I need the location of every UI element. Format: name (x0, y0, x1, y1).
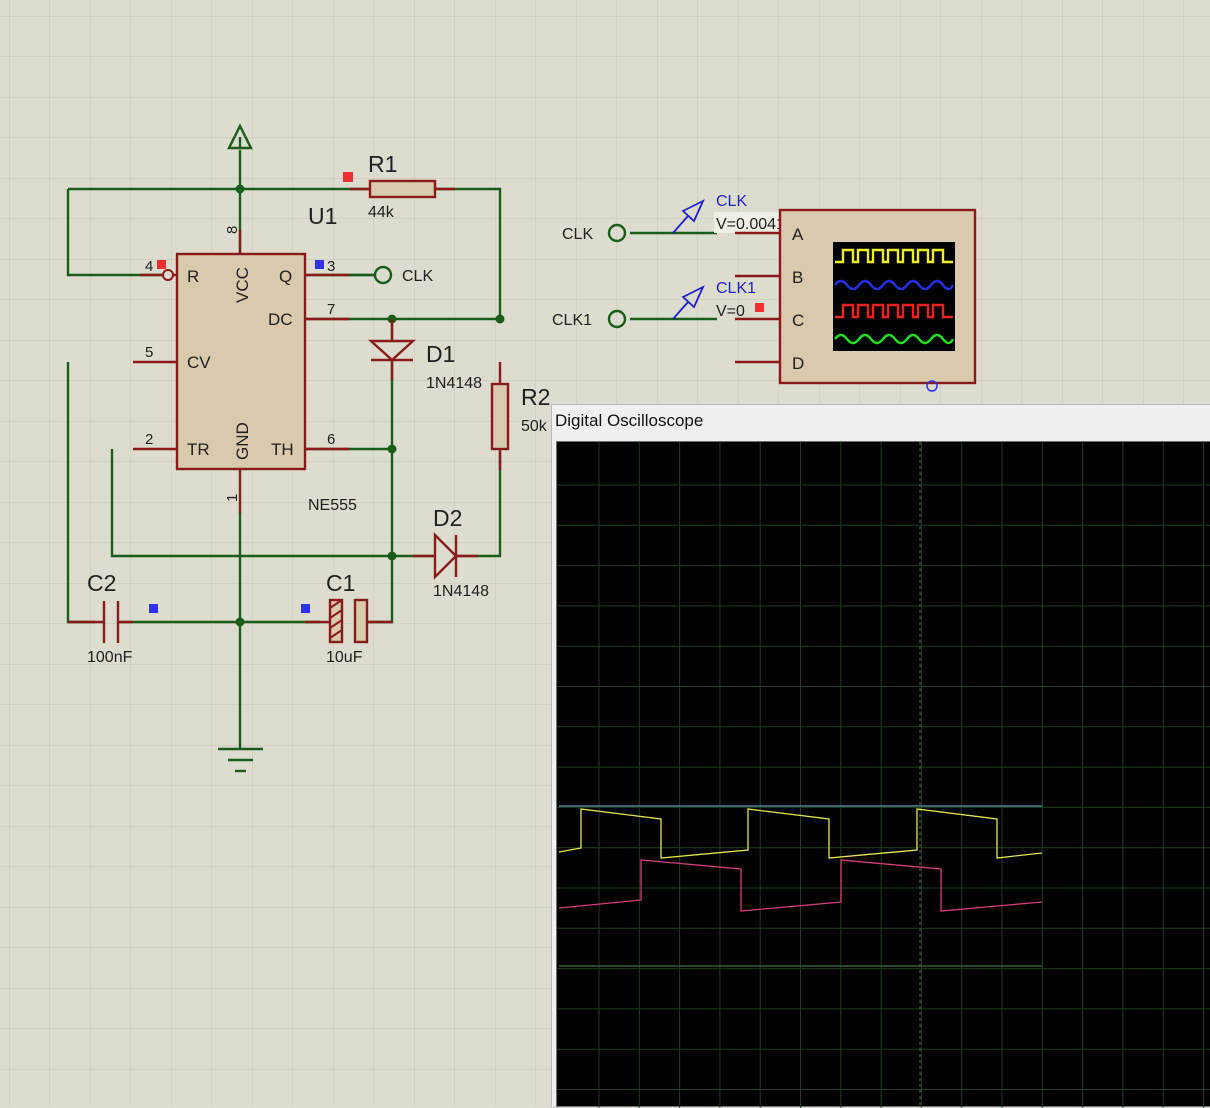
r1-resistor[interactable]: R1 44k (350, 151, 455, 221)
scope-channel-b: B (792, 268, 803, 287)
pin-label-dc: DC (268, 310, 293, 329)
clk1-probe-reading: V=0 (716, 303, 745, 320)
pin-label-th: TH (271, 440, 294, 459)
d1-reference: D1 (426, 341, 455, 367)
clk-probe-name: CLK (716, 193, 747, 210)
clk-output-label: CLK (402, 268, 433, 285)
r1-value: 44k (368, 204, 395, 221)
oscilloscope-component[interactable]: A B C D (735, 208, 977, 392)
c1-reference: C1 (326, 570, 355, 596)
pin-label-gnd: GND (233, 422, 252, 460)
ground-terminal-icon[interactable] (218, 747, 263, 773)
clk-output-terminal[interactable]: CLK (349, 265, 433, 285)
scope-pin-marker-icon (926, 380, 938, 392)
u1-ne555[interactable]: R Q DC CV TR TH VCC GND 4 8 3 7 5 2 6 1 … (133, 203, 357, 514)
pin-label-q: Q (279, 267, 292, 286)
ne555-body (175, 252, 307, 471)
oscilloscope-grid (557, 442, 1210, 1108)
probe-arrow-icon (681, 285, 705, 309)
pin-number-1: 1 (224, 494, 241, 502)
scope-symbol-waveforms-icon (834, 248, 955, 345)
c2-value: 100nF (87, 649, 133, 666)
d1-diode[interactable]: D1 1N4148 (367, 319, 482, 392)
channel-b-trace (558, 859, 1043, 912)
r2-reference: R2 (521, 384, 550, 410)
pin-label-tr: TR (187, 440, 210, 459)
clk1-probe-name: CLK1 (716, 280, 756, 297)
clk-input-label: CLK (562, 226, 593, 243)
clk1-voltage-probe[interactable]: CLK1 V=0 (672, 280, 756, 320)
pin-number-3: 3 (327, 258, 335, 275)
pin-label-vcc: VCC (233, 267, 252, 303)
pin-label-cv: CV (187, 353, 211, 372)
r2-resistor[interactable]: R2 50k (490, 362, 550, 470)
oscilloscope-window[interactable]: Digital Oscilloscope (551, 404, 1210, 1108)
scope-channel-d: D (792, 354, 804, 373)
clk1-input-terminal[interactable]: CLK1 (552, 309, 627, 329)
oscilloscope-display[interactable] (556, 441, 1210, 1108)
c1-value: 10uF (326, 649, 363, 666)
inverted-reset-pin-icon (162, 269, 174, 281)
clk1-input-label: CLK1 (552, 312, 592, 329)
pin-label-r: R (187, 267, 199, 286)
scope-channel-a: A (792, 225, 804, 244)
r1-reference: R1 (368, 151, 397, 177)
u1-part-name: NE555 (308, 497, 357, 514)
d2-value: 1N4148 (433, 583, 489, 600)
pin-number-7: 7 (327, 301, 335, 318)
probe-arrow-icon (681, 199, 705, 223)
pin-number-8: 8 (224, 226, 241, 234)
pin-number-6: 6 (327, 431, 335, 448)
pin-number-2: 2 (145, 431, 153, 448)
d2-reference: D2 (433, 505, 462, 531)
u1-reference: U1 (308, 203, 337, 229)
power-terminal-icon[interactable] (227, 123, 253, 150)
c1-capacitor[interactable]: C1 10uF (305, 570, 392, 666)
c2-capacitor[interactable] (68, 601, 133, 643)
r2-value: 50k (521, 418, 548, 435)
scope-channel-c: C (792, 311, 804, 330)
d2-diode[interactable]: D2 1N4148 (413, 505, 489, 600)
pin-number-4: 4 (145, 258, 153, 275)
oscilloscope-trace-area (557, 442, 1210, 1108)
channel-a-trace (558, 808, 1043, 859)
oscilloscope-window-title: Digital Oscilloscope (555, 411, 704, 430)
clk-input-terminal[interactable]: CLK (562, 223, 627, 243)
c2-reference: C2 (87, 570, 116, 596)
pin-number-5: 5 (145, 344, 153, 361)
d1-value: 1N4148 (426, 375, 482, 392)
